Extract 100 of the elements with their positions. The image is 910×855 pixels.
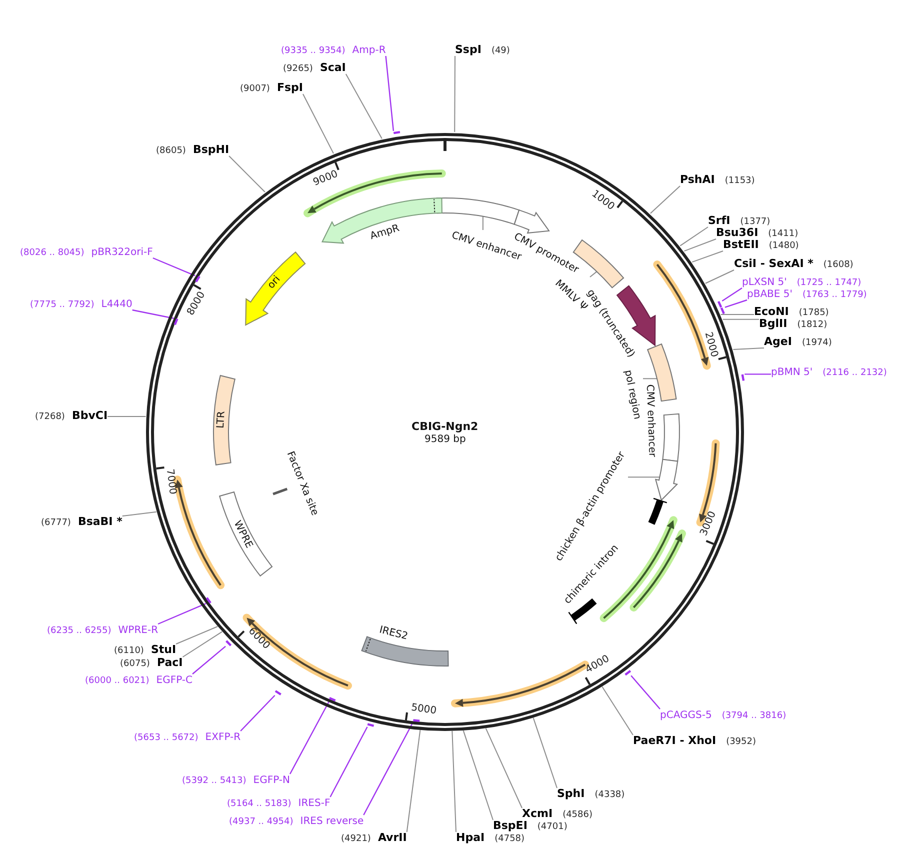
enzyme-name: StuI bbox=[150, 643, 176, 656]
leader-line bbox=[704, 270, 734, 284]
feature-label: IRES2 bbox=[378, 624, 408, 643]
primer-mark bbox=[329, 697, 336, 702]
cut-position: (1411) bbox=[768, 229, 798, 239]
feature-label: ori bbox=[266, 274, 283, 292]
cut-position: (1377) bbox=[740, 217, 770, 227]
primer-range: (3794 .. 3816) bbox=[722, 711, 786, 721]
primer-range: (2116 .. 2132) bbox=[822, 368, 887, 378]
cut-position: (9265) bbox=[283, 64, 313, 74]
cut-position: (4921) bbox=[341, 834, 371, 844]
leader-line bbox=[289, 701, 330, 774]
plasmid-name: CBIG-Ngn2 bbox=[412, 420, 478, 434]
leader-line bbox=[722, 318, 760, 320]
orf-track bbox=[630, 530, 686, 612]
leader-line bbox=[302, 94, 334, 154]
primer-name: IRES reverse bbox=[300, 816, 364, 827]
primer-name: pBABE 5' bbox=[747, 289, 793, 300]
enzyme-name: HpaI bbox=[456, 831, 485, 844]
enzyme-name: SphI bbox=[557, 787, 585, 800]
scale-label: 7000 bbox=[164, 468, 178, 495]
enzyme-name: BsaBI * bbox=[78, 515, 122, 528]
primer-range: (1763 .. 1779) bbox=[802, 290, 867, 300]
enzyme-name: XcmI bbox=[522, 807, 553, 820]
leader-line bbox=[152, 257, 196, 276]
leader-line bbox=[482, 216, 484, 230]
feature-label: pol region bbox=[621, 369, 642, 421]
leader-line bbox=[345, 74, 382, 140]
leader-line bbox=[720, 314, 754, 315]
cut-position: (1812) bbox=[797, 320, 828, 330]
cut-position: (1785) bbox=[798, 308, 829, 318]
feature-label: CMV enhancer bbox=[642, 384, 657, 458]
cut-position: (9007) bbox=[240, 84, 270, 94]
leader-line bbox=[158, 603, 206, 625]
leader-line bbox=[107, 416, 146, 418]
leader-line bbox=[722, 288, 742, 302]
primer-mark bbox=[741, 374, 745, 381]
cut-position: (49) bbox=[491, 46, 510, 56]
cut-position: (4338) bbox=[594, 790, 625, 800]
primer-name: EGFP-C bbox=[156, 675, 193, 686]
leader-line bbox=[132, 309, 174, 319]
primer-name: WPRE-R bbox=[118, 625, 158, 636]
primer-mark bbox=[624, 670, 632, 676]
cut-position: (4701) bbox=[537, 822, 568, 832]
cut-position: (8605) bbox=[156, 146, 186, 156]
primer-range: (8026 .. 8045) bbox=[20, 248, 84, 258]
primer-range: (1725 .. 1747) bbox=[796, 278, 862, 288]
cut-position: (6075) bbox=[120, 659, 150, 669]
enzyme-name: EcoNI bbox=[754, 305, 789, 318]
leader-line bbox=[452, 730, 456, 832]
primer-name: pBR322ori-F bbox=[91, 247, 153, 258]
enzyme-name: BglII bbox=[759, 317, 788, 330]
cut-position: (1608) bbox=[823, 260, 854, 270]
primer-mark bbox=[393, 130, 400, 134]
orf-track bbox=[242, 614, 352, 690]
cut-position: (6777) bbox=[41, 518, 71, 528]
leader-line bbox=[684, 238, 716, 252]
cut-position: (1974) bbox=[802, 338, 832, 348]
cut-position: (4758) bbox=[494, 834, 525, 844]
leader-line bbox=[363, 722, 414, 816]
scale-label: 3000 bbox=[698, 510, 719, 538]
primer-mark bbox=[720, 307, 725, 314]
leader-line bbox=[176, 626, 218, 644]
cut-position: (3952) bbox=[726, 737, 756, 747]
enzyme-name: BbvCI bbox=[72, 409, 108, 422]
primer-name: Amp-R bbox=[352, 45, 386, 56]
enzyme-name: SspI bbox=[455, 43, 482, 56]
scale-label: 2000 bbox=[702, 330, 720, 358]
enzyme-name: PacI bbox=[156, 656, 183, 669]
primer-range: (7775 .. 7792) bbox=[30, 300, 94, 310]
primer-name: EGFP-N bbox=[253, 775, 290, 786]
leader-line bbox=[406, 730, 421, 832]
leader-line bbox=[385, 56, 394, 132]
primer-name: L4440 bbox=[101, 299, 132, 310]
enzyme-name: Bsu36I bbox=[716, 226, 758, 239]
scale-label: 4000 bbox=[583, 654, 612, 676]
leader-line bbox=[692, 250, 724, 263]
enzyme-name: BspHI bbox=[192, 143, 230, 156]
leader-line bbox=[628, 476, 660, 478]
feature-label: LTR bbox=[215, 410, 228, 428]
cut-position: (7268) bbox=[35, 412, 65, 422]
primer-range: (4937 .. 4954) bbox=[229, 817, 294, 827]
enzyme-name: PaeR7I - XhoI bbox=[633, 734, 716, 747]
primer-mark bbox=[226, 640, 232, 646]
scale-label: 9000 bbox=[312, 168, 340, 190]
primer-range: (6000 .. 6021) bbox=[85, 676, 150, 686]
leader-line bbox=[462, 730, 494, 820]
leader-line bbox=[680, 226, 708, 246]
leader-line bbox=[485, 728, 522, 808]
leader-line bbox=[532, 717, 558, 788]
pointed-feature-band bbox=[655, 458, 678, 501]
leader-line bbox=[602, 686, 634, 736]
leader-line bbox=[732, 348, 764, 350]
primer-range: (5392 .. 5413) bbox=[182, 776, 246, 786]
leader-line bbox=[182, 631, 223, 658]
leader-line bbox=[630, 675, 660, 710]
cut-position: (1153) bbox=[724, 176, 755, 186]
enzyme-name: ScaI bbox=[320, 61, 346, 74]
feature-label: Factor Xa site bbox=[284, 450, 320, 518]
enzyme-name: CsiI - SexAI * bbox=[734, 257, 814, 270]
